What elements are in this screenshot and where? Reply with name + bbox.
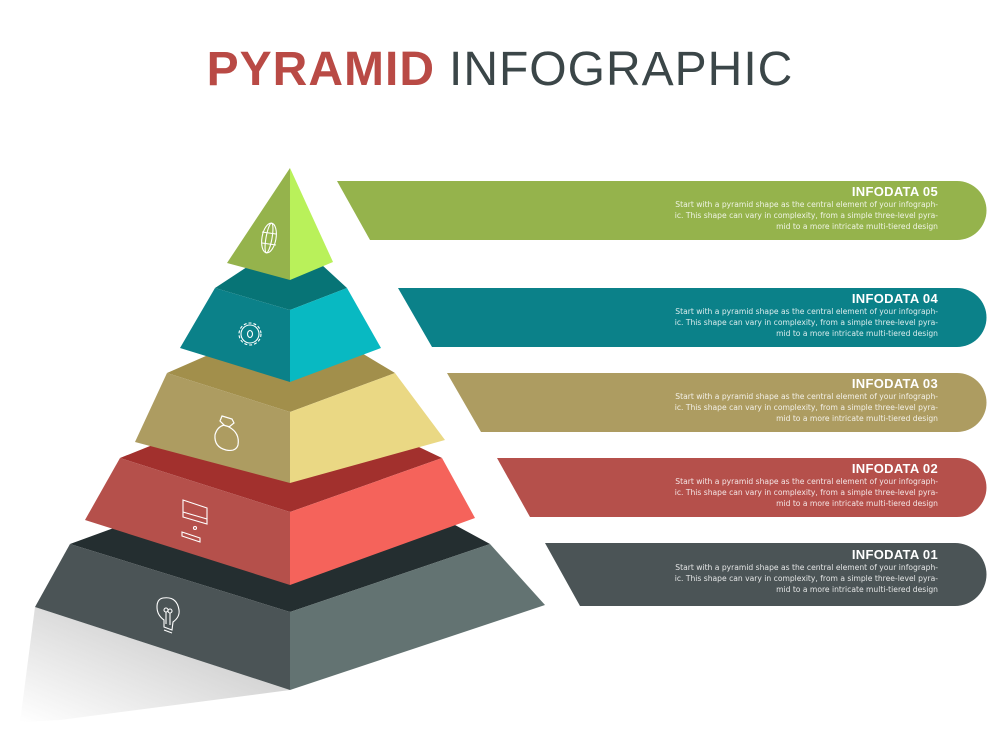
infodata-01: INFODATA 01 Start with a pyramid shape a…	[638, 547, 938, 595]
monitor-icon	[181, 499, 208, 543]
infodata-04-line-3: mid to a more intricate multi-tiered des…	[776, 329, 938, 338]
infodata-05: INFODATA 05 Start with a pyramid shape a…	[638, 184, 938, 232]
infodata-03-line-3: mid to a more intricate multi-tiered des…	[776, 414, 938, 423]
infodata-04: INFODATA 04 Start with a pyramid shape a…	[638, 291, 938, 339]
infodata-04-line-2: ic. This shape can vary in complexity, f…	[674, 318, 938, 327]
infodata-03: INFODATA 03 Start with a pyramid shape a…	[638, 376, 938, 424]
infodata-05-line-2: ic. This shape can vary in complexity, f…	[674, 211, 938, 220]
title-bold: PYRAMID	[206, 43, 435, 96]
pyramid-shadow	[20, 607, 290, 722]
infodata-01-line-3: mid to a more intricate multi-tiered des…	[776, 585, 938, 594]
infodata-05-line-1: Start with a pyramid shape as the centra…	[675, 200, 938, 209]
globe-icon	[261, 222, 277, 254]
infodata-01-title: INFODATA 01	[851, 547, 938, 562]
banner-02	[497, 458, 987, 517]
infodata-04-title: INFODATA 04	[851, 291, 938, 306]
gear-icon	[238, 322, 262, 346]
banner-04	[398, 288, 987, 347]
infodata-02-line-3: mid to a more intricate multi-tiered des…	[776, 499, 938, 508]
infodata-01-line-1: Start with a pyramid shape as the centra…	[675, 563, 938, 572]
tier-5	[227, 168, 333, 280]
banner-01	[545, 543, 987, 606]
tier-4	[180, 265, 381, 382]
infodata-01-line-2: ic. This shape can vary in complexity, f…	[674, 574, 938, 583]
tier-3	[135, 352, 445, 483]
infodata-04-line-1: Start with a pyramid shape as the centra…	[675, 307, 938, 316]
lightbulb-icon	[156, 597, 180, 634]
infodata-03-line-1: Start with a pyramid shape as the centra…	[675, 392, 938, 401]
infodata-02-line-2: ic. This shape can vary in complexity, f…	[674, 488, 938, 497]
infodata-03-line-2: ic. This shape can vary in complexity, f…	[674, 403, 938, 412]
money-bag-icon	[214, 415, 239, 452]
infodata-02: INFODATA 02 Start with a pyramid shape a…	[638, 461, 938, 509]
banner-03	[447, 373, 987, 432]
infodata-05-title: INFODATA 05	[851, 184, 938, 199]
title-light: INFOGRAPHIC	[448, 43, 794, 96]
infodata-02-title: INFODATA 02	[851, 461, 938, 476]
infodata-02-line-1: Start with a pyramid shape as the centra…	[675, 477, 938, 486]
infodata-05-line-3: mid to a more intricate multi-tiered des…	[776, 222, 938, 231]
banner-05	[337, 181, 987, 240]
infodata-03-title: INFODATA 03	[851, 376, 938, 391]
